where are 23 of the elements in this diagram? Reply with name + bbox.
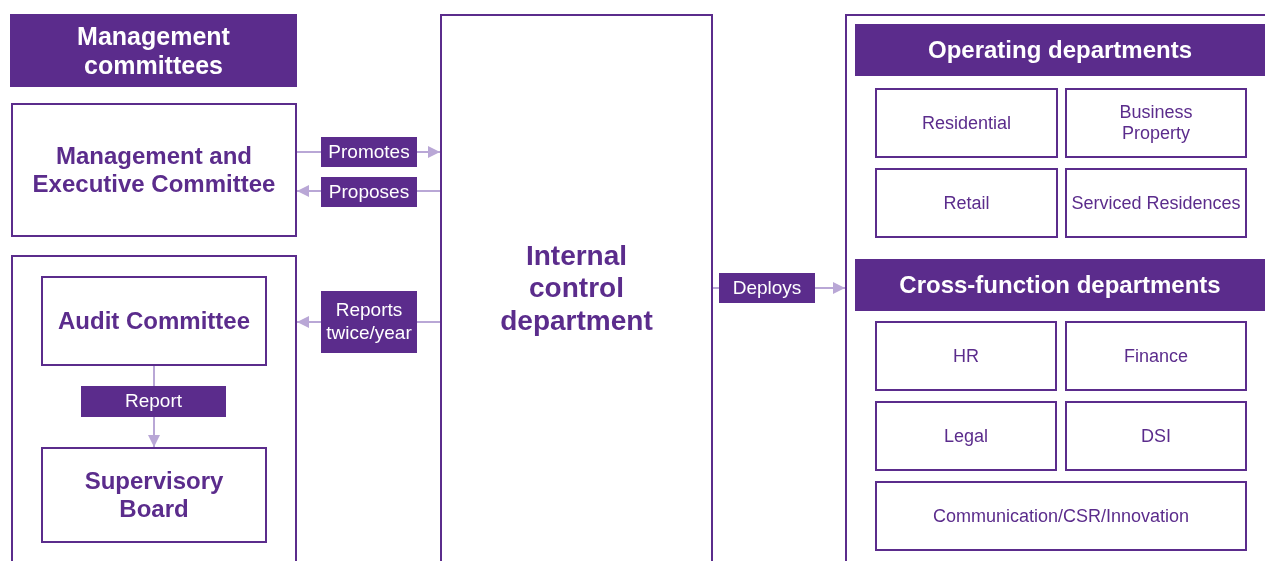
department-box: Serviced Residences [1065,168,1247,238]
department-box: Finance [1065,321,1247,391]
edge-label: Report [81,386,226,417]
department-box: Retail [875,168,1058,238]
department-box: Legal [875,401,1057,471]
department-box: Business Property [1065,88,1247,158]
group-box [845,14,1265,561]
header-band: Operating departments [855,24,1265,76]
department-box: Communication/CSR/Innovation [875,481,1247,551]
department-box: Audit Committee [41,276,267,366]
group-box [11,255,297,561]
edge-label: Reports twice/year [321,291,417,353]
department-box: DSI [1065,401,1247,471]
department-box: Management and Executive Committee [11,103,297,237]
department-box: Residential [875,88,1058,158]
department-box: HR [875,321,1057,391]
edge-label: Deploys [719,273,815,303]
department-box: Internal control department [440,14,713,561]
department-box: Supervisory Board [41,447,267,543]
header-band: Management committees [10,14,297,87]
header-band: Cross-function departments [855,259,1265,311]
edge-label: Proposes [321,177,417,207]
edge-label: Promotes [321,137,417,167]
